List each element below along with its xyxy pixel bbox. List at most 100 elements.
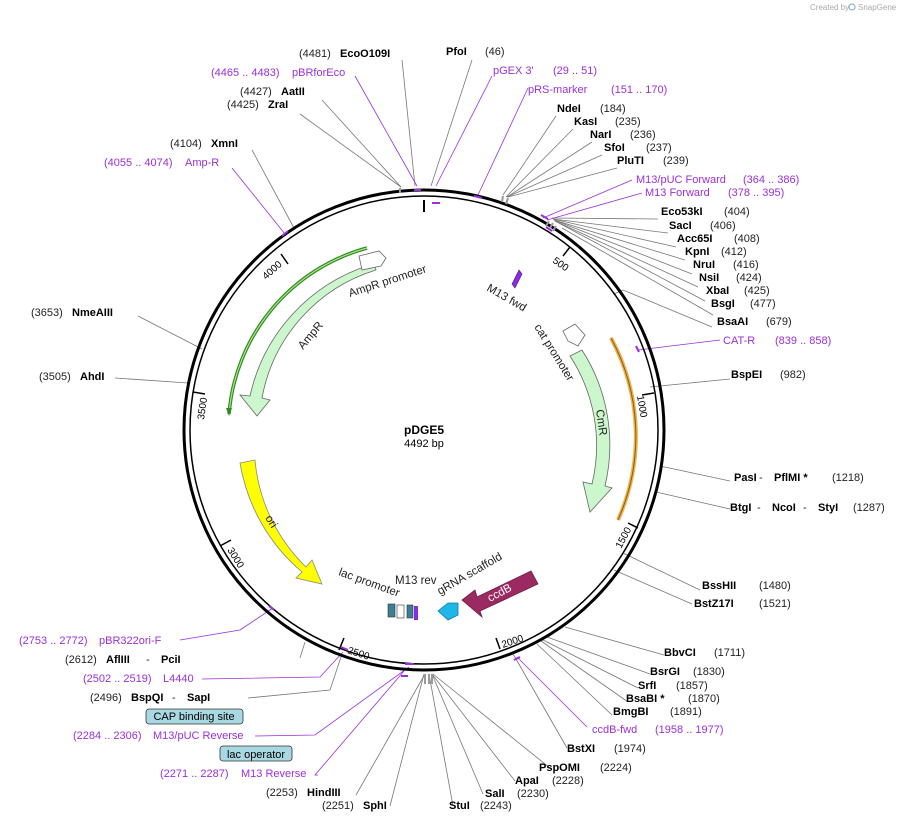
- svg-text:(46): (46): [485, 46, 505, 58]
- cmr-label: CmR: [593, 409, 609, 437]
- svg-text:M13 Reverse: M13 Reverse: [241, 768, 306, 780]
- site-bsabi[interactable]: BsaBI * (1870): [626, 693, 720, 705]
- svg-text:(2253): (2253): [266, 787, 298, 799]
- site-nsii[interactable]: NsiI (424): [699, 272, 762, 284]
- svg-text:(235): (235): [615, 116, 641, 128]
- m13-rev-mark[interactable]: [414, 606, 418, 620]
- svg-text:PfoI: PfoI: [446, 46, 467, 58]
- svg-text:SphI: SphI: [363, 800, 387, 812]
- site-psp-omi[interactable]: PspOMI (2224): [539, 762, 632, 774]
- svg-text:(404): (404): [724, 206, 750, 218]
- site-ecoo109i[interactable]: (4481) EcoO109I: [299, 48, 390, 60]
- site-pasi-pflmi[interactable]: PasI - PflMI * (1218): [734, 472, 864, 484]
- ampr-arrow[interactable]: [239, 256, 377, 417]
- svg-text:-: -: [146, 654, 150, 666]
- svg-text:Eco53kI: Eco53kI: [661, 206, 703, 218]
- primer-ccdb-fwd[interactable]: ccdB-fwd (1958 .. 1977): [592, 724, 724, 736]
- cap-binding-site-mark[interactable]: [387, 603, 396, 618]
- site-bsshii[interactable]: BssHII (1480): [702, 580, 791, 592]
- primer-pbrforeco[interactable]: (4465 .. 4483) pBRforEco: [211, 67, 345, 79]
- cat-promoter-arrow[interactable]: [562, 323, 586, 347]
- svg-text:(239): (239): [663, 155, 689, 167]
- svg-text:(408): (408): [734, 233, 760, 245]
- svg-text:(364 .. 386): (364 .. 386): [743, 174, 799, 186]
- site-bmgbi[interactable]: BmgBI (1891): [613, 706, 702, 718]
- site-xmni[interactable]: (4104) XmnI: [170, 138, 238, 150]
- svg-text:KpnI: KpnI: [685, 246, 709, 258]
- svg-text:(424): (424): [736, 272, 762, 284]
- site-srfi[interactable]: SrfI (1857): [638, 680, 708, 692]
- lac-operator-mark[interactable]: [406, 604, 414, 619]
- site-nrui[interactable]: NruI (416): [693, 259, 759, 271]
- primer-amp-r[interactable]: (4055 .. 4074) Amp-R: [104, 157, 219, 169]
- site-bsgi[interactable]: BsgI (477): [711, 298, 776, 310]
- site-eco53ki[interactable]: Eco53kI (404): [661, 206, 750, 218]
- site-ndei[interactable]: NdeI (184): [557, 103, 626, 115]
- site-nari[interactable]: NarI (236): [590, 129, 656, 141]
- site-bbvci[interactable]: BbvCI (1711): [664, 647, 745, 659]
- site-apai[interactable]: ApaI (2228): [515, 775, 584, 787]
- site-aatii[interactable]: (4427) AatII: [240, 86, 305, 98]
- site-btgi-ncoi-styi[interactable]: BtgI - NcoI - StyI (1287): [730, 502, 885, 514]
- svg-text:(4465 .. 4483): (4465 .. 4483): [211, 67, 280, 79]
- svg-text:PciI: PciI: [161, 654, 181, 666]
- svg-text:(3653): (3653): [31, 307, 63, 319]
- site-acc65i[interactable]: Acc65I (408): [677, 233, 760, 245]
- site-kasi[interactable]: KasI (235): [574, 116, 641, 128]
- lac-promoter-mark[interactable]: [396, 604, 405, 619]
- svg-text:(4104): (4104): [170, 138, 202, 150]
- primer-m13-forward[interactable]: M13 Forward (378 .. 395): [645, 187, 784, 199]
- plasmid-name: pDGE5: [404, 423, 444, 437]
- site-pfoi[interactable]: PfoI (46): [446, 46, 505, 58]
- site-xbai[interactable]: XbaI (425): [706, 285, 770, 297]
- site-sphi[interactable]: (2251) SphI: [322, 800, 387, 812]
- site-afliii-pcii[interactable]: (2612) AflIII - PciI: [65, 654, 181, 666]
- svg-text:PluTI: PluTI: [617, 155, 644, 167]
- site-nmeaiii[interactable]: (3653) NmeAIII: [31, 307, 113, 319]
- svg-text:BsrGI: BsrGI: [650, 666, 680, 678]
- primer-m13-puc-forward[interactable]: M13/pUC Forward (364 .. 386): [636, 174, 799, 186]
- svg-text:Acc65I: Acc65I: [677, 233, 712, 245]
- svg-text:StyI: StyI: [818, 502, 838, 514]
- primer-cat-r[interactable]: CAT-R (839 .. 858): [723, 335, 831, 347]
- svg-text:(378 .. 395): (378 .. 395): [728, 187, 784, 199]
- site-bstz17i[interactable]: BstZ17I (1521): [694, 598, 791, 610]
- primer-m13-reverse[interactable]: (2271 .. 2287) M13 Reverse: [160, 768, 306, 780]
- svg-text:BstXI: BstXI: [567, 743, 595, 755]
- ccdb-arrow[interactable]: [461, 570, 539, 619]
- site-sfoi[interactable]: SfoI (237): [604, 142, 672, 154]
- site-pluti[interactable]: PluTI (239): [617, 155, 689, 167]
- backbone: [182, 188, 666, 672]
- svg-text:(2753 .. 2772): (2753 .. 2772): [19, 635, 88, 647]
- cmr-arrow[interactable]: [569, 349, 613, 513]
- site-bsaai[interactable]: BsaAI (679): [717, 316, 792, 328]
- cap-binding-site-badge[interactable]: CAP binding site: [145, 708, 244, 725]
- site-bstxi[interactable]: BstXI (1974): [567, 743, 646, 755]
- primer-prs-marker[interactable]: pRS-marker (151 .. 170): [528, 84, 667, 96]
- svg-text:BsaAI: BsaAI: [717, 316, 748, 328]
- ori-arrow[interactable]: [239, 459, 323, 585]
- svg-text:HindIII: HindIII: [307, 787, 341, 799]
- svg-text:(1974): (1974): [614, 743, 646, 755]
- site-kpni[interactable]: KpnI (412): [685, 246, 747, 258]
- grna-scaffold-arrow[interactable]: [437, 602, 459, 621]
- primer-pgex3[interactable]: pGEX 3' (29 .. 51): [493, 65, 597, 77]
- m13-fwd-mark[interactable]: [511, 269, 523, 289]
- svg-text:BmgBI: BmgBI: [613, 706, 648, 718]
- ampr-promoter-arrow[interactable]: [358, 250, 387, 271]
- primer-m13-puc-reverse[interactable]: (2284 .. 2306) M13/pUC Reverse: [73, 730, 243, 742]
- primer-pbr322ori-f[interactable]: (2753 .. 2772) pBR322ori-F: [19, 635, 162, 647]
- primer-l4440[interactable]: (2502 .. 2519) L4440: [83, 673, 194, 685]
- site-stui[interactable]: StuI (2243): [449, 800, 512, 812]
- site-hindiii[interactable]: (2253) HindIII: [266, 787, 341, 799]
- site-saci[interactable]: SacI (406): [669, 220, 736, 232]
- lac-operator-badge[interactable]: lac operator: [219, 745, 293, 762]
- svg-text:(29 .. 51): (29 .. 51): [553, 65, 597, 77]
- site-ahdi[interactable]: (3505) AhdI: [39, 371, 104, 383]
- plasmid-length: 4492 bp: [404, 438, 444, 450]
- site-sali[interactable]: SalI (2230): [485, 788, 549, 800]
- site-bspqi-sapi[interactable]: (2496) BspQI - SapI: [90, 692, 210, 704]
- site-bsrgi[interactable]: BsrGI (1830): [650, 666, 725, 678]
- site-zrai[interactable]: (4425) ZraI: [227, 99, 288, 111]
- site-bspei[interactable]: BspEI (982): [731, 369, 806, 381]
